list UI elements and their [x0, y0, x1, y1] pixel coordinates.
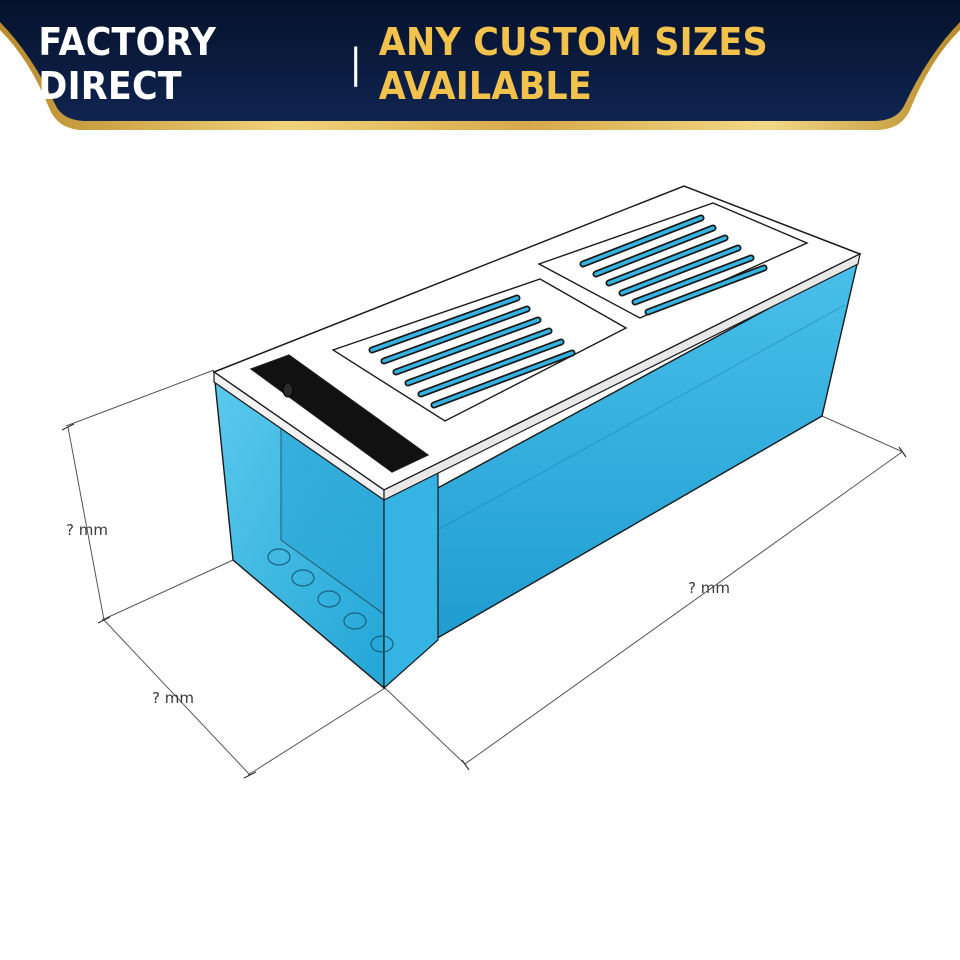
header-banner	[0, 0, 960, 130]
bulkhead-holes	[267, 548, 394, 653]
banner-right-text: ANY CUSTOM SIZES AVAILABLE	[378, 20, 768, 108]
water-side-line	[433, 304, 846, 533]
dimension-ticks	[61, 423, 907, 779]
length-dimension-label: ? mm	[688, 579, 730, 597]
depth-dimension-label: ? mm	[152, 689, 194, 707]
banner-background	[0, 0, 960, 121]
banner-text: FACTORY DIRECT | ANY CUSTOM SIZES AVAILA…	[38, 20, 921, 108]
banner-left-text: FACTORY DIRECT	[38, 20, 217, 108]
height-dimension-label: ? mm	[66, 521, 108, 539]
overflow-hole	[282, 382, 294, 398]
filter-tray-left	[331, 278, 628, 422]
filter-tray-right	[537, 202, 809, 319]
overflow-opening	[249, 354, 430, 473]
top-panel-side-edge	[383, 252, 861, 501]
front-right-glass-edge	[383, 469, 439, 690]
banner-separator: |	[349, 41, 363, 87]
dimension-lines	[65, 369, 904, 776]
